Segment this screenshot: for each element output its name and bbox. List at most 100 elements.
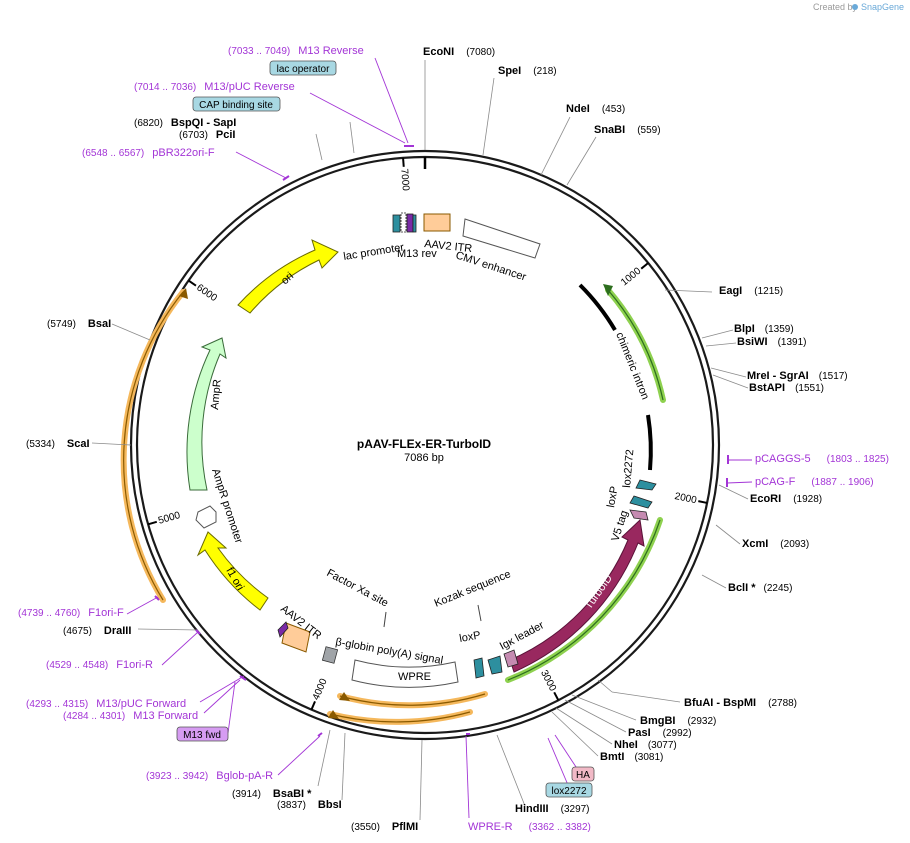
m13-rev-block[interactable] bbox=[406, 213, 414, 233]
site-ecori-pos: (1928) bbox=[793, 494, 822, 505]
v5-tag-block[interactable] bbox=[629, 509, 649, 521]
aav2-itr-bottom-block[interactable] bbox=[281, 622, 311, 653]
lac-operator-block[interactable] bbox=[392, 214, 401, 233]
site-bstapi: BstAPI bbox=[749, 382, 785, 394]
primer-pcaggs-5: pCAGGS-5 bbox=[755, 453, 811, 465]
m13-fwd-box[interactable] bbox=[176, 726, 229, 742]
tick-label-4000: 4000 bbox=[311, 677, 330, 702]
site-bsiwi: BsiWI bbox=[737, 336, 768, 348]
svg-text:SpeI(218): SpeI(218) bbox=[498, 65, 557, 77]
ori-arrow[interactable] bbox=[237, 239, 339, 314]
svg-text:(4529 .. 4548)F1ori-R: (4529 .. 4548)F1ori-R bbox=[46, 659, 153, 671]
svg-text:MreI - SgrAI(1517): MreI - SgrAI(1517) bbox=[747, 370, 848, 382]
primer-m13-forward: M13 Forward bbox=[133, 710, 198, 722]
tick-label-5000: 5000 bbox=[157, 510, 182, 527]
cmv-enhancer-label: CMV enhancer bbox=[454, 249, 528, 283]
svg-text:(7014 .. 7036)M13/pUC Reverse: (7014 .. 7036)M13/pUC Reverse bbox=[134, 81, 295, 93]
primer-m13-puc-reverse-pos: (7014 .. 7036) bbox=[134, 82, 196, 93]
ha-block[interactable] bbox=[503, 649, 519, 668]
primer-labels: (7033 .. 7049)M13 Reverse (7014 .. 7036)… bbox=[18, 45, 889, 833]
lac-operator-box-label: lac operator bbox=[277, 64, 330, 75]
m13-fwd-block[interactable] bbox=[277, 621, 289, 638]
cap-site-box-label: CAP binding site bbox=[199, 100, 273, 111]
primer-m13-forward-pos: (4284 .. 4301) bbox=[63, 711, 125, 722]
snapgene-logo-icon bbox=[852, 4, 858, 10]
svg-text:BmtI(3081): BmtI(3081) bbox=[600, 751, 663, 763]
site-bsiwi-pos: (1391) bbox=[778, 337, 807, 348]
site-eagi-pos: (1215) bbox=[754, 286, 783, 297]
ampr-promoter-arrow[interactable] bbox=[195, 505, 217, 529]
site-bmgbi-pos: (2932) bbox=[687, 716, 716, 727]
wpre-orange-arc[interactable] bbox=[339, 693, 486, 706]
ampr-label: AmpR bbox=[209, 379, 224, 411]
svg-text:WPRE-R(3362 .. 3382): WPRE-R(3362 .. 3382) bbox=[468, 821, 591, 833]
lox-black-arc[interactable] bbox=[646, 414, 653, 471]
site-spei: SpeI bbox=[498, 65, 521, 77]
primer-pcaggs-5-pos: (1803 .. 1825) bbox=[827, 454, 889, 465]
site-scai-pos: (5334) bbox=[26, 439, 55, 450]
site-blpi-pos: (1359) bbox=[765, 324, 794, 335]
site-bbsi-pos: (3837) bbox=[277, 800, 306, 811]
site-eagi: EagI bbox=[719, 285, 742, 297]
svg-text:NdeI(453): NdeI(453) bbox=[566, 103, 625, 115]
kozak-label: Kozak sequence bbox=[433, 568, 513, 610]
lac-operator-box[interactable] bbox=[269, 60, 337, 76]
loxp-bottom-block[interactable] bbox=[473, 657, 485, 679]
bglobin-block[interactable] bbox=[321, 646, 339, 664]
cmv-enhancer-block[interactable] bbox=[462, 218, 541, 259]
svg-text:PasI(2992): PasI(2992) bbox=[628, 727, 692, 739]
svg-text:(3550)PflMI: (3550)PflMI bbox=[351, 821, 418, 833]
site-nhei-pos: (3077) bbox=[648, 740, 677, 751]
tick-label-6000: 6000 bbox=[194, 282, 219, 304]
cap-site-box[interactable] bbox=[192, 96, 281, 112]
svg-text:BsiWI(1391): BsiWI (1391) bbox=[737, 336, 806, 348]
svg-text:pCAG-F(1887 .. 1906): pCAG-F(1887 .. 1906) bbox=[755, 476, 874, 488]
site-bfuai-bspmi: BfuAI - BspMI bbox=[684, 697, 756, 709]
left-orange-arc[interactable] bbox=[123, 291, 184, 601]
primer-bglob-pa-r-pos: (3923 .. 3942) bbox=[146, 771, 208, 782]
turboid-arrow[interactable] bbox=[509, 518, 645, 673]
svg-text:NheI(3077): NheI(3077) bbox=[614, 739, 677, 751]
site-hindiii-pos: (3297) bbox=[561, 804, 590, 815]
aav2-itr-top-block[interactable] bbox=[423, 213, 451, 232]
ampr-arrow[interactable] bbox=[186, 337, 227, 491]
cap-site-block[interactable] bbox=[400, 212, 407, 233]
label-boxes: lac operator CAP binding site HA lox2272… bbox=[176, 60, 595, 798]
primer-m13-puc-forward-pos: (4293 .. 4315) bbox=[26, 699, 88, 710]
lox2272-box[interactable] bbox=[545, 782, 593, 798]
tick-label-7000: 7000 bbox=[398, 168, 411, 191]
site-draiii: DraIII bbox=[104, 625, 132, 637]
ha-box[interactable] bbox=[571, 766, 595, 782]
svg-text:EcoNI(7080): EcoNI(7080) bbox=[423, 46, 495, 58]
site-bcli-pos: (2245) bbox=[764, 583, 793, 594]
site-pcii-pos: (6703) bbox=[179, 130, 208, 141]
primer-f1ori-r-pos: (4529 .. 4548) bbox=[46, 660, 108, 671]
site-snabi-pos: (559) bbox=[637, 125, 660, 136]
site-xcmi-pos: (2093) bbox=[780, 539, 809, 550]
primer-f1ori-f-pos: (4739 .. 4760) bbox=[18, 608, 80, 619]
site-econi-pos: (7080) bbox=[466, 47, 495, 58]
m13-fwd-box-label: M13 fwd bbox=[183, 730, 221, 741]
site-ndei-pos: (453) bbox=[602, 104, 625, 115]
plasmid-name: pAAV-FLEx-ER-TurboID bbox=[357, 437, 492, 451]
svg-text:(6548 .. 6567)pBR322ori-F: (6548 .. 6567)pBR322ori-F bbox=[82, 147, 215, 159]
svg-text:(4739 .. 4760)F1ori-F: (4739 .. 4760)F1ori-F bbox=[18, 607, 124, 619]
site-bspqi-sapi: BspQI - SapI bbox=[171, 117, 236, 129]
site-bfuai-bspmi-pos: (2788) bbox=[768, 698, 797, 709]
wpre-block[interactable] bbox=[351, 659, 459, 688]
primer-pbr322ori-f-pos: (6548 .. 6567) bbox=[82, 148, 144, 159]
f1-ori-arrow[interactable] bbox=[196, 531, 269, 611]
svg-text:EagI(1215): EagI (1215) bbox=[719, 285, 783, 297]
cmv-promoter-black-arc[interactable] bbox=[578, 283, 617, 332]
plasmid-size: 7086 bp bbox=[404, 452, 444, 464]
site-bsai: BsaI bbox=[88, 318, 111, 330]
bglobin-orange-arc[interactable] bbox=[329, 711, 471, 723]
loxp-top-block[interactable] bbox=[629, 495, 653, 509]
site-bsabi: BsaBI * bbox=[273, 788, 312, 800]
lox2272-top-block[interactable] bbox=[635, 479, 657, 491]
site-ecori: EcoRI bbox=[750, 493, 781, 505]
tick-label-1000: 1000 bbox=[619, 265, 644, 288]
svg-text:EcoRI(1928): EcoRI (1928) bbox=[750, 493, 822, 505]
loxp-top-label: loxP bbox=[605, 485, 621, 508]
lox2272-bottom-block[interactable] bbox=[487, 655, 503, 675]
